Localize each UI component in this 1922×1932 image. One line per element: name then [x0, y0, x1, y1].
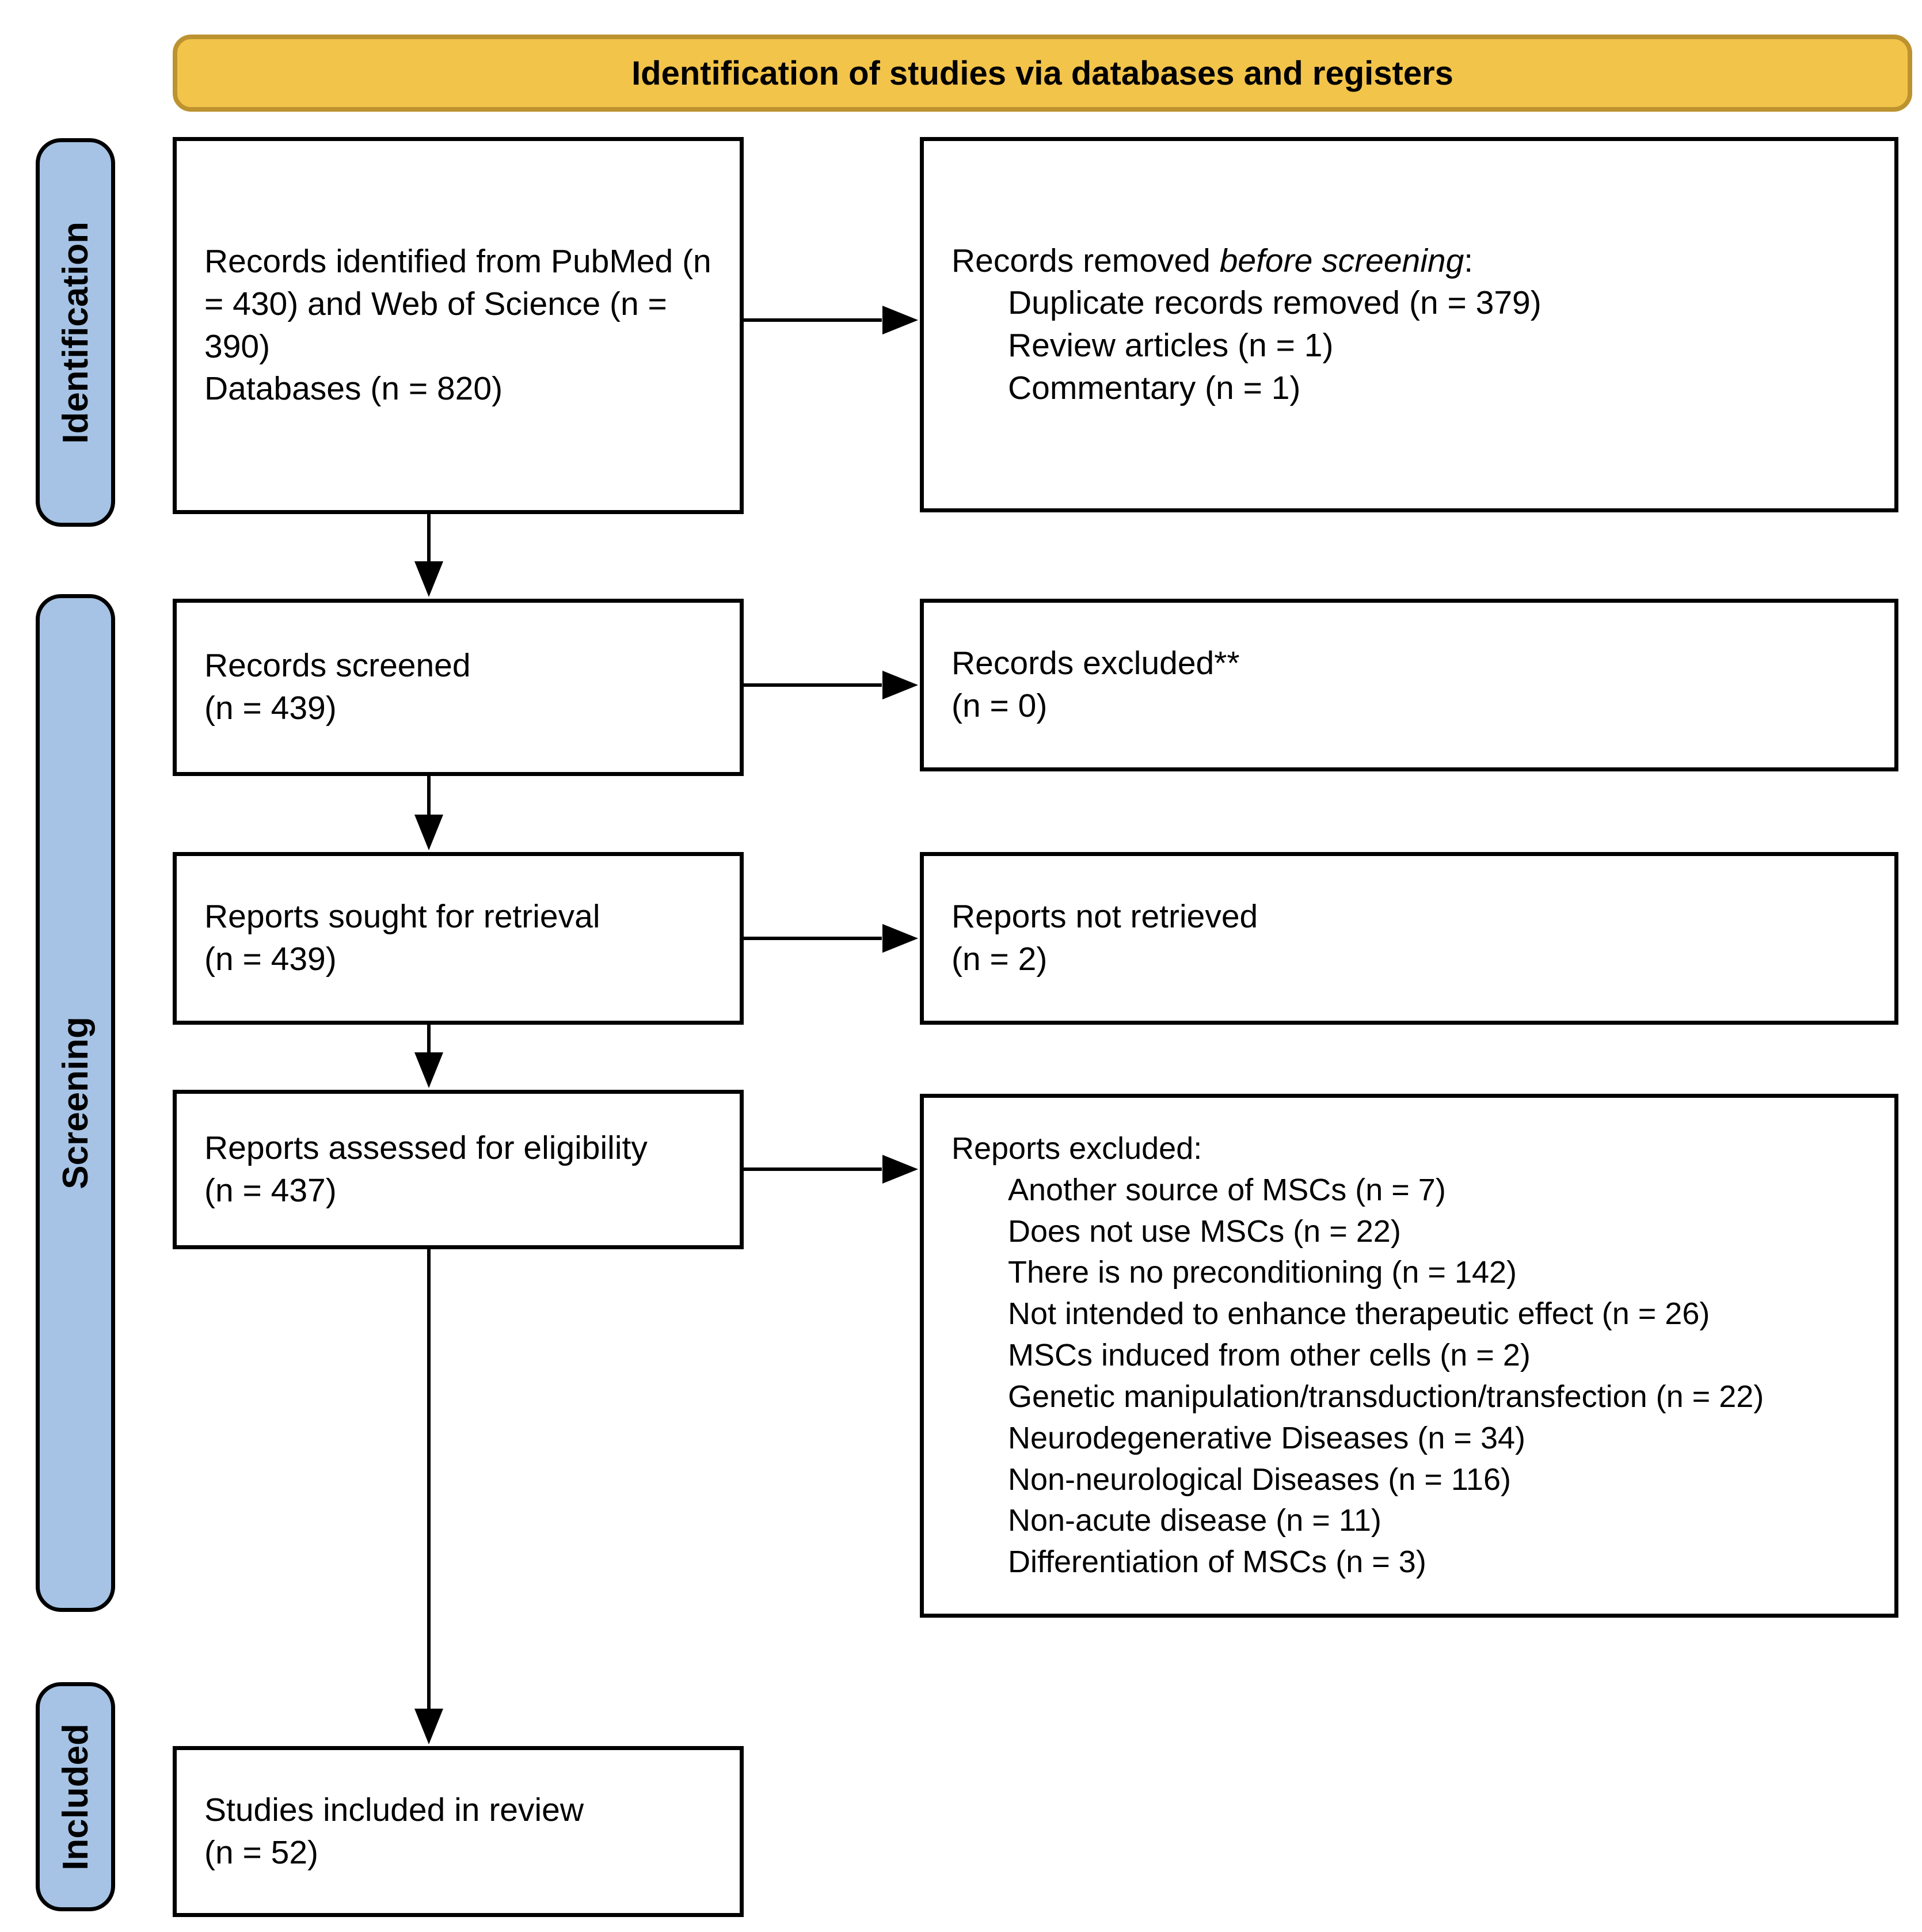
- list-item: Commentary (n = 1): [1008, 369, 1301, 406]
- list-item: Does not use MSCs (n = 22): [1008, 1214, 1401, 1249]
- reports-not-retrieved-text: Reports not retrieved: [952, 898, 1258, 935]
- list-item: MSCs induced from other cells (n = 2): [1008, 1338, 1531, 1373]
- records-removed-intro: Records removed before screening:: [952, 240, 1883, 283]
- arrow-identified-to-screened: [414, 514, 443, 597]
- arrow-sought-to-assessed: [414, 1025, 443, 1088]
- box-reports-assessed: Reports assessed for eligibility (n = 43…: [173, 1090, 744, 1249]
- records-identified-databases-text: Databases (n = 820): [204, 370, 503, 408]
- records-excluded-count: (n = 0): [952, 687, 1048, 724]
- list-item: Duplicate records removed (n = 379): [1008, 284, 1542, 322]
- box-records-excluded: Records excluded** (n = 0): [920, 599, 1898, 771]
- list-item: Non-neurological Diseases (n = 116): [1008, 1462, 1511, 1497]
- list-item: Non-acute disease (n = 11): [1008, 1503, 1381, 1538]
- banner-title: Identification of studies via databases …: [173, 35, 1912, 112]
- reports-assessed-count: (n = 437): [204, 1172, 337, 1209]
- records-removed-intro-prefix: Records removed: [952, 242, 1220, 279]
- banner-title-text: Identification of studies via databases …: [631, 54, 1453, 92]
- side-label-screening: Screening: [36, 594, 115, 1612]
- reports-assessed-text: Reports assessed for eligibility: [204, 1129, 648, 1166]
- arrow-identified-to-removed: [744, 306, 918, 334]
- list-item: Not intended to enhance therapeutic effe…: [1008, 1296, 1710, 1332]
- box-records-screened: Records screened (n = 439): [173, 599, 744, 776]
- list-item: Neurodegenerative Diseases (n = 34): [1008, 1420, 1526, 1455]
- reports-not-retrieved-count: (n = 2): [952, 941, 1048, 978]
- reports-excluded-intro: Reports excluded:: [952, 1131, 1202, 1166]
- studies-included-text: Studies included in review: [204, 1791, 584, 1828]
- arrow-screened-to-excluded: [744, 671, 918, 699]
- box-reports-sought: Reports sought for retrieval (n = 439): [173, 852, 744, 1025]
- studies-included-count: (n = 52): [204, 1834, 319, 1871]
- list-item: Another source of MSCs (n = 7): [1008, 1172, 1446, 1207]
- records-excluded-text: Records excluded**: [952, 645, 1240, 682]
- reports-excluded-list: Another source of MSCs (n = 7) Does not …: [952, 1170, 1883, 1583]
- box-records-identified: Records identified from PubMed (n = 430)…: [173, 137, 744, 514]
- list-item: There is no preconditioning (n = 142): [1008, 1255, 1517, 1290]
- arrow-sought-to-not-retrieved: [744, 924, 918, 953]
- box-reports-not-retrieved: Reports not retrieved (n = 2): [920, 852, 1898, 1025]
- arrow-screened-to-sought: [414, 776, 443, 850]
- reports-sought-text: Reports sought for retrieval: [204, 898, 600, 935]
- records-screened-text: Records screened: [204, 647, 471, 684]
- records-removed-intro-italic: before screening: [1219, 242, 1464, 279]
- records-removed-intro-suffix: :: [1464, 242, 1474, 279]
- box-records-removed: Records removed before screening: Duplic…: [920, 137, 1898, 512]
- list-item: Differentiation of MSCs (n = 3): [1008, 1545, 1426, 1580]
- side-label-included: Included: [36, 1682, 115, 1911]
- arrow-assessed-to-included: [414, 1249, 443, 1744]
- box-studies-included: Studies included in review (n = 52): [173, 1746, 744, 1917]
- reports-sought-count: (n = 439): [204, 941, 337, 978]
- records-identified-text: Records identified from PubMed (n = 430)…: [204, 243, 711, 365]
- side-label-identification: Identification: [36, 138, 115, 527]
- box-reports-excluded: Reports excluded: Another source of MSCs…: [920, 1094, 1898, 1618]
- records-removed-list: Duplicate records removed (n = 379) Revi…: [952, 282, 1883, 409]
- list-item: Genetic manipulation/transduction/transf…: [1008, 1379, 1764, 1414]
- side-label-included-text: Included: [55, 1723, 96, 1870]
- records-screened-count: (n = 439): [204, 690, 337, 727]
- arrow-assessed-to-reports-excluded: [744, 1155, 918, 1184]
- side-label-screening-text: Screening: [55, 1017, 96, 1189]
- side-label-identification-text: Identification: [55, 221, 96, 444]
- list-item: Review articles (n = 1): [1008, 327, 1334, 364]
